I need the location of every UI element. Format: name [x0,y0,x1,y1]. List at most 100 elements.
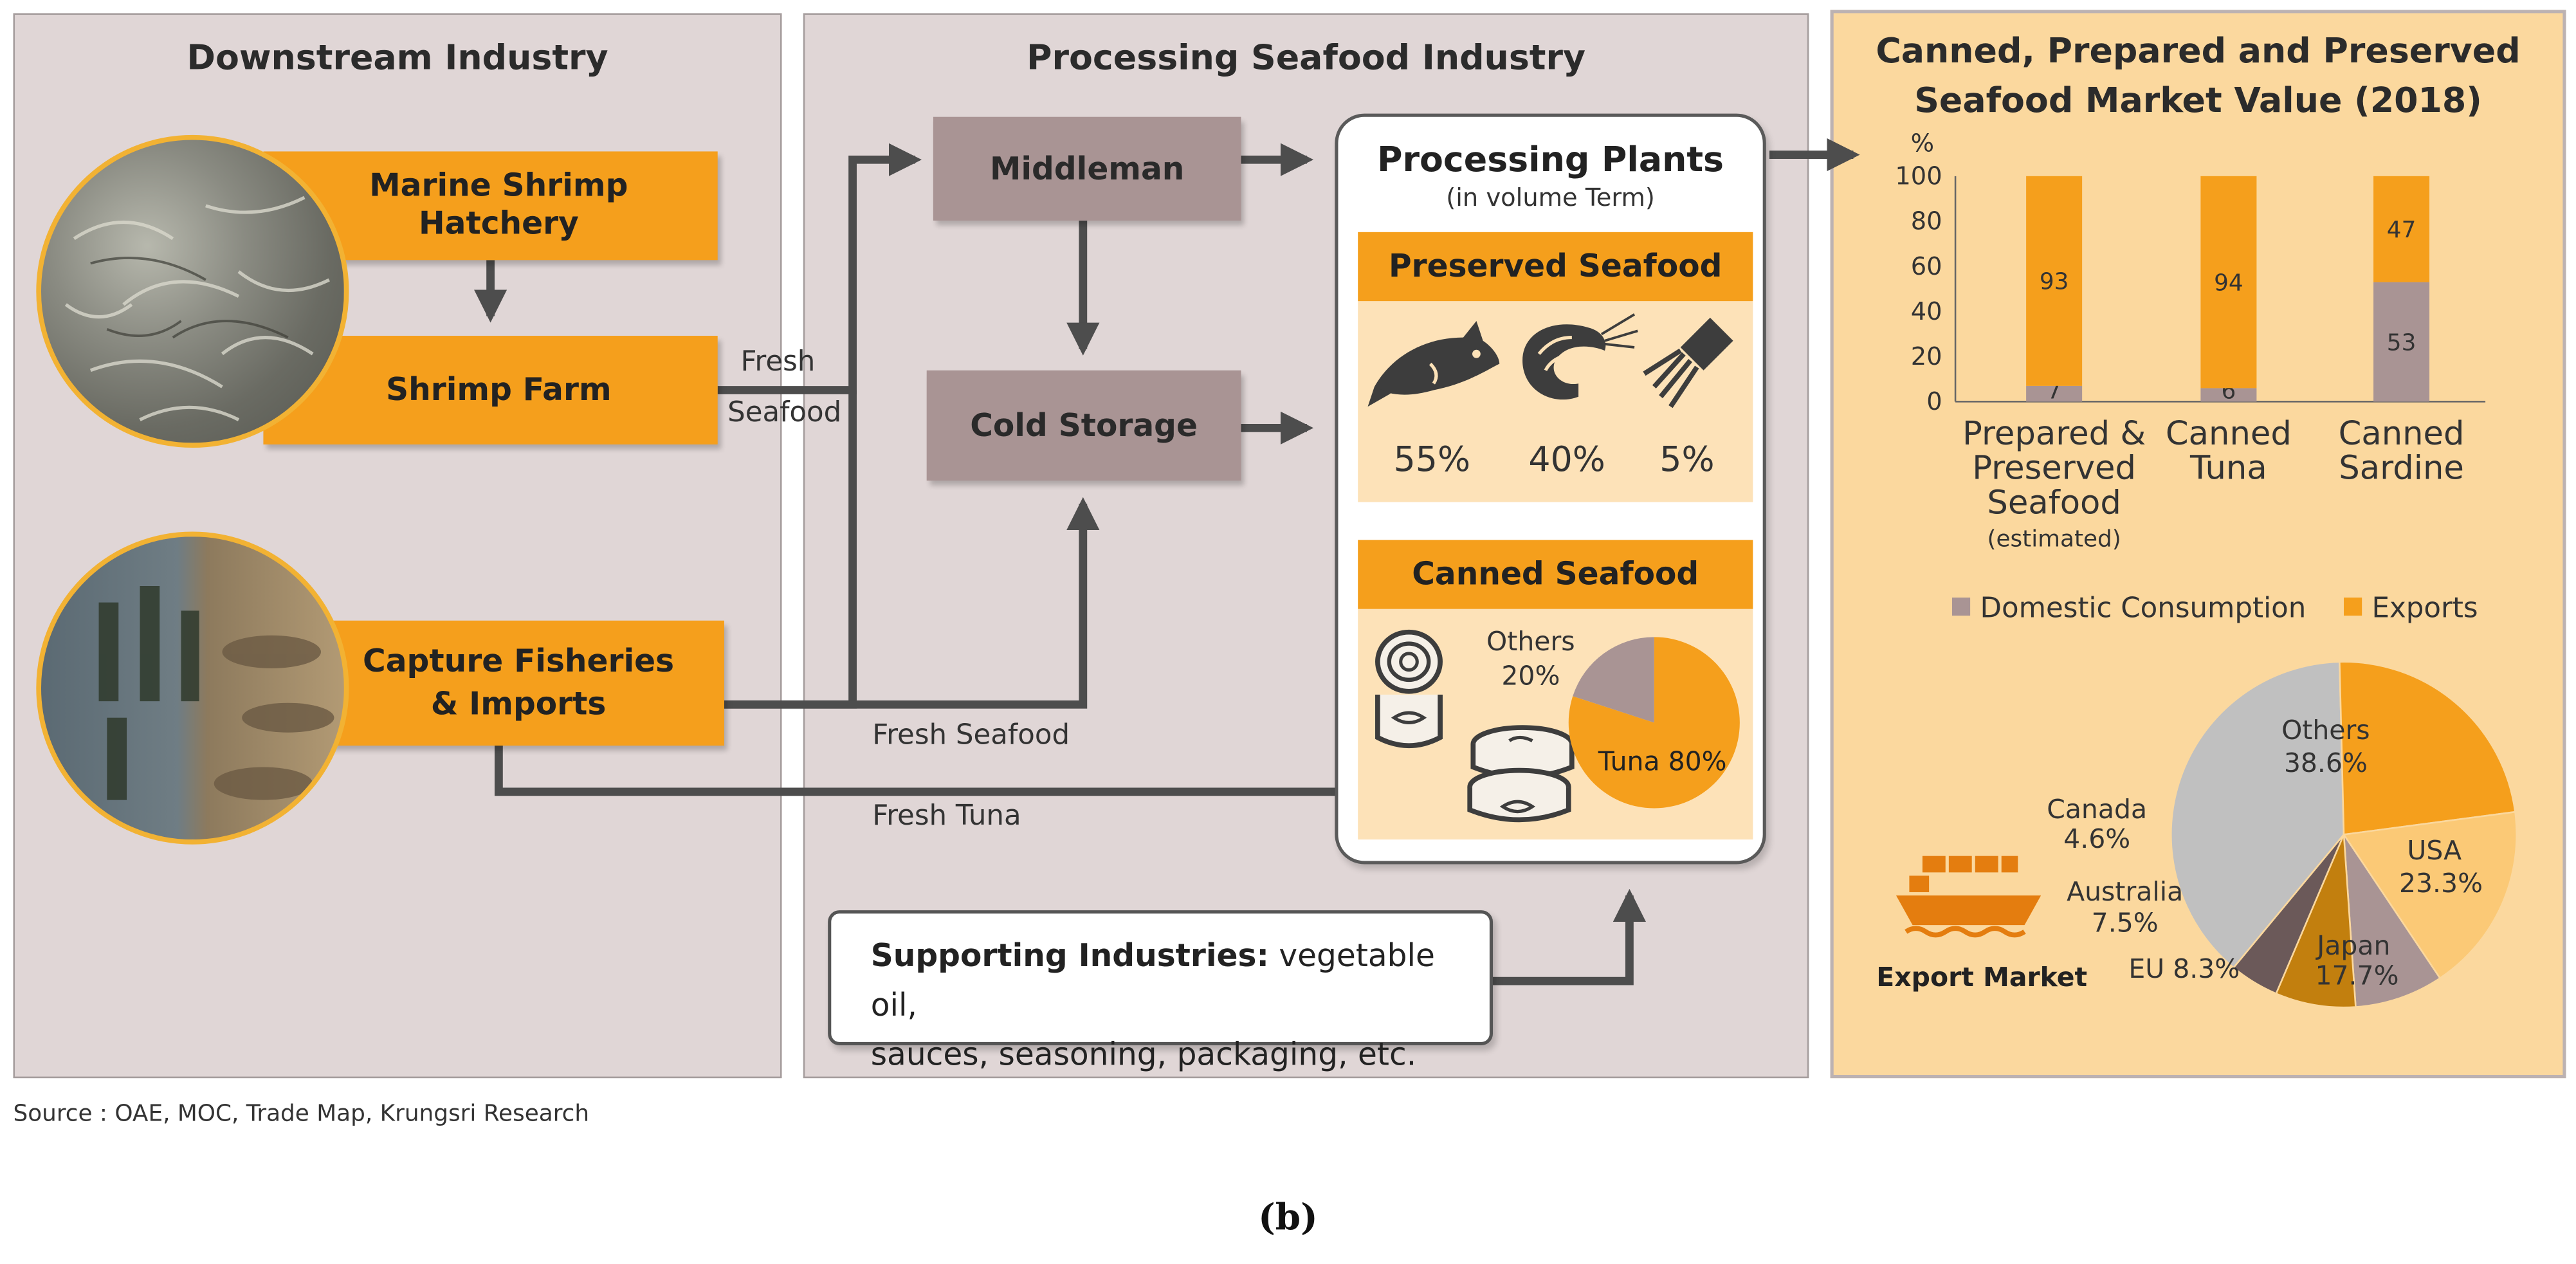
x-category-label: Sardine [2339,449,2464,488]
pie-label-canada: Canada [2047,794,2147,825]
bar-data-label: 47 [2387,217,2416,243]
preserved-seafood-title: Preserved Seafood [1388,248,1722,285]
y-axis-unit-label: % [1911,129,1934,158]
x-category-label: Prepared & [1962,414,2146,453]
can-icon-stack [1467,725,1575,823]
x-category-label: Canned [2166,414,2292,453]
y-tick-label: 0 [1926,387,1942,416]
preserved-share-squid: 5% [1659,439,1715,479]
preserved-share-shrimp: 40% [1528,439,1605,479]
pie-label-australia: Australia [2067,876,2183,907]
export-market-title: Export Market [1876,961,2088,993]
shrimp-photo [36,134,349,448]
shrimp-farm-label: Shrimp Farm [386,372,612,408]
capture-to-cold-storage-arrow [724,497,1100,709]
canned-seafood-pie [1568,637,1740,809]
pie-slice-japan [2342,811,2517,980]
x-category-label: Seafood [1987,483,2121,522]
ship-icon [1895,856,2042,938]
capture-fisheries-label: Capture Fisheries & Imports [363,643,675,723]
pie-slice-others [2170,661,2345,969]
pie-label-usa: USA [2407,835,2462,866]
canned-pie-slice-others [1573,637,1654,723]
canned-seafood-area: Others 20% Tuna 80% [1358,609,1753,840]
pie-slice-canada [2232,834,2345,995]
supporting-to-plants-arrow [1493,888,1647,985]
bar-segment-domestic-consumption [2373,282,2430,402]
canned-tuna-label: Tuna 80% [1598,746,1727,777]
canned-seafood-title: Canned Seafood [1412,556,1699,593]
fresh-seafood-label: Fresh Seafood [872,719,1070,753]
pie-value-japan: 17.7% [2315,960,2398,991]
supporting-text-1: vegetable oil, [870,938,1436,1024]
fish-icon [1367,321,1500,407]
x-category-label: Preserved [1972,449,2136,488]
supporting-line-1: Supporting Industries: vegetable oil, [871,931,1490,1030]
preserved-seafood-header: Preserved Seafood [1358,232,1753,302]
bar-segment-exports [2200,176,2257,389]
market-title-line2: Seafood Market Value (2018) [1914,80,2482,120]
y-tick-label: 40 [1911,297,1942,326]
fresh-tuna-label: Fresh Tuna [872,800,1021,833]
canned-others-value: 20% [1501,660,1560,692]
market-title-line1: Canned, Prepared and Preserved [1876,31,2521,71]
hatchery-label: Marine Shrimp Hatchery [369,168,628,243]
fresh-tuna-arrow [494,744,1426,809]
downstream-title: Downstream Industry [187,37,608,78]
legend-label: Exports [2372,592,2478,625]
preserved-share-fish: 55% [1393,439,1471,479]
y-tick-label: 20 [1911,342,1942,371]
bar-data-label: 94 [2214,270,2243,296]
bar-segment-domestic-consumption [2026,385,2083,402]
pie-label-eu: EU 8.3% [2128,953,2240,984]
legend-label: Domestic Consumption [1980,592,2306,625]
fisheries-photo [36,531,349,845]
supporting-line-2: sauces, seasoning, packaging, etc. [870,1037,1417,1074]
pie-value-others: 38.6% [2284,747,2368,778]
squid-icon [1643,317,1733,408]
supporting-bold: Supporting Industries: [870,938,1269,975]
processing-title: Processing Seafood Industry [1027,37,1586,78]
plants-subtitle: (in volume Term) [1446,183,1655,213]
bar-segment-domestic-consumption [2200,388,2257,402]
cold-storage-label: Cold Storage [970,407,1198,444]
pie-value-australia: 7.5% [2092,907,2159,938]
farm-to-middleman-arrow [717,143,922,394]
canned-seafood-header: Canned Seafood [1358,540,1753,609]
plants-title: Processing Plants [1377,140,1724,179]
x-category-label: (estimated) [1987,526,2121,553]
fresh-seafood-label-2: Seafood [727,396,842,430]
can-icon-upright [1375,629,1443,748]
bar-data-label: 93 [2040,269,2069,295]
pie-label-japan: Japan [2315,930,2390,961]
y-tick-label: 100 [1895,162,1942,191]
x-category-label: Tuna [2189,449,2267,488]
canned-others-label: Others [1486,625,1575,657]
pie-slice-usa [2339,661,2516,836]
bar-segment-exports [2373,176,2430,282]
preserved-seafood-area: 55% 40% 5% [1358,301,1753,502]
pie-slice-australia [2275,834,2357,1009]
source-note: Source : OAE, MOC, Trade Map, Krungsri R… [13,1101,590,1128]
processing-plants-box: Processing Plants (in volume Term) Prese… [1335,113,1766,865]
hatchery-box: Marine Shrimp Hatchery [263,151,718,261]
figure-caption: (b) [1258,1196,1318,1240]
shrimp-icon [1522,313,1638,400]
supporting-industries-box: Supporting Industries: vegetable oil, sa… [828,910,1494,1073]
pie-value-canada: 4.6% [2063,823,2130,854]
x-category-label: Canned [2339,414,2465,453]
pie-slice-eu [2343,831,2442,1008]
legend-swatch [1951,597,1971,616]
legend-swatch [2344,597,2362,616]
bar-data-label: 53 [2387,329,2416,356]
pie-label-others: Others [2281,715,2370,746]
fresh-seafood-label-1: Fresh [740,345,816,379]
pie-value-usa: 23.3% [2399,868,2483,899]
cold-storage-box: Cold Storage [926,370,1241,481]
canned-pie-slice-tuna [1568,637,1740,809]
